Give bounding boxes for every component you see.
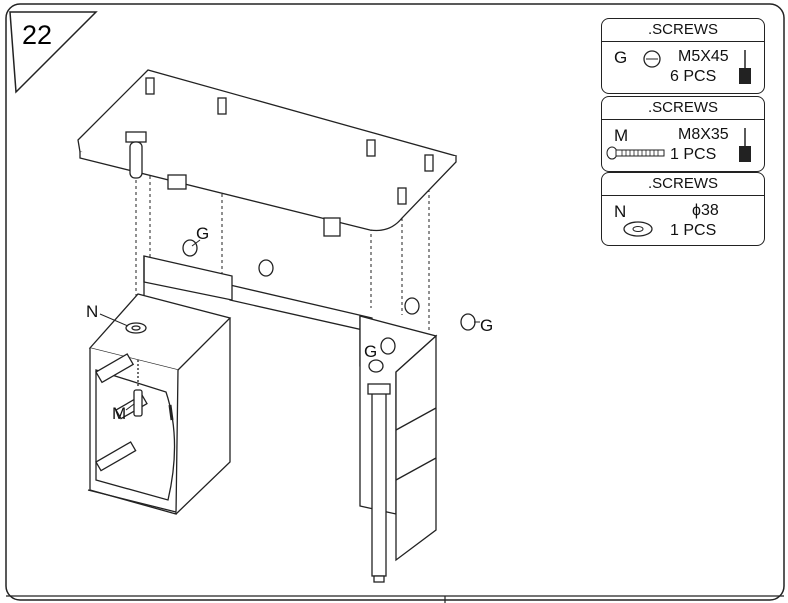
top-screws	[145, 77, 434, 205]
cam-lock-icon	[643, 50, 661, 68]
screw-panel-n: .SCREWS N ϕ38 1 PCS	[601, 172, 765, 246]
screw-panel-m: .SCREWS M M8X35 1 PCS	[601, 96, 765, 172]
washer-icon	[623, 221, 653, 237]
cam-post	[125, 131, 147, 179]
panel-size: ϕ38	[692, 202, 719, 219]
panel-header: .SCREWS	[602, 19, 764, 42]
back-rail	[229, 284, 373, 333]
callout-g-right: G	[480, 316, 494, 335]
bolt-m	[133, 360, 143, 417]
cam-locks	[182, 239, 476, 373]
page-border	[5, 3, 785, 601]
callout-n: N	[86, 302, 99, 321]
panel-letter: N	[614, 202, 627, 221]
panel-size: M8X35	[678, 126, 729, 143]
screwdriver-icon	[739, 128, 751, 162]
panel-letter: M	[614, 126, 629, 145]
step-number: 22	[22, 20, 52, 50]
callout-g-left: G	[364, 342, 378, 361]
left-upright-panel	[143, 255, 233, 301]
screwdriver-icon	[739, 50, 751, 84]
panel-qty: 1 PCS	[670, 146, 717, 163]
panel-qty: 1 PCS	[670, 222, 717, 239]
washer-n	[125, 322, 147, 334]
drawer-cabinet	[87, 293, 232, 515]
panel-size: M5X45	[678, 48, 729, 65]
panel-letter: G	[614, 48, 628, 67]
desk-top	[77, 69, 458, 237]
step-badge	[9, 11, 98, 94]
bolt-icon	[606, 146, 665, 160]
screw-panel-g: .SCREWS G M5X45 6 PCS	[601, 18, 765, 94]
leader-lines	[99, 239, 480, 411]
desk-drawing	[77, 69, 480, 583]
panel-header: .SCREWS	[602, 173, 764, 196]
metal-leg	[367, 383, 391, 583]
panel-qty: 6 PCS	[670, 68, 717, 85]
panel-header: .SCREWS	[602, 97, 764, 120]
callout-g: G	[196, 224, 210, 243]
callout-m: M	[112, 404, 127, 423]
